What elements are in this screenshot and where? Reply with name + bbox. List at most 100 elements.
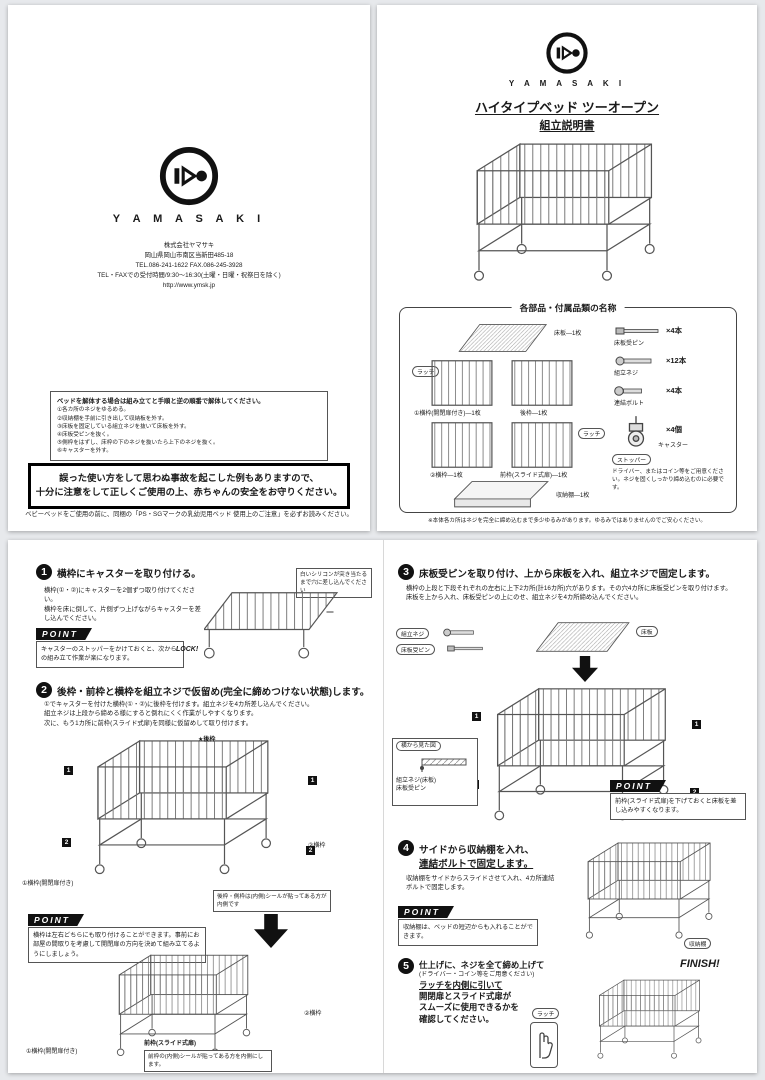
step1-number-badge: 1 xyxy=(36,564,52,580)
floor-pin-icon xyxy=(614,326,660,336)
floor-board-tag: 床板 xyxy=(636,626,658,637)
pin-callout-badge: 1 xyxy=(472,712,481,721)
latch-hand-detail-box xyxy=(530,1022,558,1068)
front-frame-part xyxy=(510,422,574,468)
screw-callout-badge: 1 xyxy=(308,776,317,785)
step4-body: 収納棚をサイドからスライドさせて入れ、4カ所連結ボルトで固定します。 xyxy=(406,875,555,892)
floor-pin-tag: 床板受ピン xyxy=(396,644,435,655)
disassembly-item: ③床板を固定している組立ネジを抜いて床板を外す。 xyxy=(57,423,190,430)
pin-qty: ×4本 xyxy=(666,326,683,335)
screw-icon xyxy=(614,356,654,366)
warning-line: 誤った使い方をして思わぬ事故を起こした例もありますので、 xyxy=(59,473,319,483)
crib-assembly-illustration xyxy=(78,734,293,890)
step2-body: 組立ネジは上段から締める様にすると倒れにくく作業がしやすくなります。 xyxy=(44,710,258,718)
step1-body: 横枠(①・②)にキャスターを2個ずつ取り付けてください。 xyxy=(44,587,196,604)
disassembly-item: ④床板受ピンを抜く。 xyxy=(57,431,113,438)
step4-point-box: 収納棚は、ベッドの短辺からも入れることができます。 xyxy=(398,919,538,946)
step4-title: 連結ボルトで固定します。 xyxy=(419,859,534,870)
inner-sticker-note: 前枠の(内側)シールが貼ってある方を内側にします。 xyxy=(144,1050,272,1073)
company-hours: TEL・FAXでの受付時間/9:30〜16:30(土曜・日曜・祝祭日を除く) xyxy=(97,272,281,280)
ps-sg-notice: ベビーベッドをご使用の前に、同梱の「PS・SGマークの乳幼児用ベッド 使用上のご… xyxy=(25,511,353,518)
steps-1-2-panel: 1 横枠にキャスターを取り付ける。 横枠(①・②)にキャスターを2個ずつ取り付け… xyxy=(8,540,382,1073)
step2-title: 後枠・前枠と横枠を組立ネジで仮留め(完全に締めつけない状態)します。 xyxy=(57,687,370,698)
side-view-diagram xyxy=(420,758,467,773)
hand-icon xyxy=(534,1025,554,1063)
point-ribbon: POINT xyxy=(610,780,666,792)
front-frame-label: 前枠(スライド式扉) xyxy=(144,1041,196,1047)
side-frame1-part xyxy=(430,360,494,406)
down-arrow-icon xyxy=(572,656,598,682)
step5-title-line: 開閉扉とスライド式扉が xyxy=(419,991,512,1002)
manual-title: ハイタイプベッド ツーオープン xyxy=(474,100,660,115)
point-ribbon: POINT xyxy=(28,914,84,926)
screw-callout-badge: 1 xyxy=(64,766,73,775)
caster-name: キャスター xyxy=(658,443,689,449)
disassembly-item: ⑤側枠をはずし、床枠の下のネジを抜いたら上下のネジを抜く。 xyxy=(57,439,219,446)
rear-frame-part xyxy=(510,360,574,406)
part-label-rear: 後枠—1枚 xyxy=(520,411,548,417)
brand-wordmark: Y A M A S A K I xyxy=(508,79,626,88)
disassembly-note-box: ベッドを解体する場合は組み立てと手順と逆の順番で解体してください。 ①各カ所のネ… xyxy=(50,391,328,462)
disassembly-item: ⑥キャスターを外す。 xyxy=(57,447,112,454)
side-view-pin-label: 床板受ピン xyxy=(396,786,427,793)
manual-subtitle: 組立説明書 xyxy=(539,120,595,132)
step5-title-line: (ドライバー・コイン等をご用意ください) xyxy=(419,971,535,979)
step1-title: 横枠にキャスターを取り付ける。 xyxy=(57,569,201,580)
floor-board-illustration xyxy=(536,620,632,654)
company-url: http://www.ymsk.jp xyxy=(162,282,216,290)
screw-tag: 組立ネジ xyxy=(396,628,430,639)
step3-body: 床板を上から入れ、床板受ピンの上にのせ、組立ネジを4カ所締め込んでください。 xyxy=(406,594,643,602)
step5-title-line: ラッチを内側に引いて xyxy=(419,979,503,990)
side-frame2-label: ②横枠 xyxy=(304,1011,322,1017)
finish-label: FINISH! xyxy=(680,958,720,970)
disassembly-item: ①各カ所のネジをゆるめる。 xyxy=(57,407,130,414)
page-manual-cover: Y A M A S A K I ハイタイプベッド ツーオープン 組立説明書 各部… xyxy=(377,5,757,531)
pin-name: 床板受ピン xyxy=(614,341,645,347)
step2-number-badge: 2 xyxy=(36,682,52,698)
page-fold-divider xyxy=(383,540,384,1073)
part-label-side2: ②横枠—1枚 xyxy=(430,473,463,479)
steps-3-5-panel: 3 床板受ピンを取り付け、上から床板を入れ、組立ネジで固定します。 横枠の上段と… xyxy=(384,540,757,1073)
side-view-title: 横から見た図 xyxy=(396,741,441,752)
screw-qty: ×12本 xyxy=(666,356,687,365)
step3-point-box: 前枠(スライド式扉)を下げておくと床板を差し込みやすくなります。 xyxy=(610,793,746,820)
pin-callout-badge: 1 xyxy=(692,720,701,729)
yamasaki-logo-icon xyxy=(545,31,589,75)
floor-pin-icon xyxy=(446,644,484,653)
step3-title: 床板受ピンを取り付け、上から床板を入れ、組立ネジで固定します。 xyxy=(419,569,716,580)
part-label-floor: 床板—1枚 xyxy=(554,331,582,337)
bolt-name: 連結ボルト xyxy=(614,401,645,407)
bed-illustration xyxy=(462,137,672,297)
point-ribbon: POINT xyxy=(36,628,92,640)
step3-body: 横枠の上段と下段それぞれの左右に上下2カ所(計16カ所)穴があります。その穴4カ… xyxy=(406,585,732,592)
floor-board-part xyxy=(458,322,550,354)
step5-title-line: スムーズに使用できるかを xyxy=(419,1002,519,1013)
big-down-arrow-icon xyxy=(254,914,288,948)
parts-list-title: 各部品・付属品類の名称 xyxy=(511,301,625,314)
page-assembly-steps: 1 横枠にキャスターを取り付ける。 横枠(①・②)にキャスターを2個ずつ取り付け… xyxy=(8,540,757,1073)
safety-warning-box: 誤った使い方をして思わぬ事故を起こした例もありますので、 十分に注意をして正しく… xyxy=(28,463,350,509)
stopper-tag: ストッパー xyxy=(612,454,651,465)
caster-qty: ×4個 xyxy=(666,425,683,434)
bolt-icon xyxy=(614,386,644,396)
pin-callout-badge: 2 xyxy=(690,788,699,797)
screw-name: 組立ネジ xyxy=(614,371,639,377)
rear-frame-label: ★後枠 xyxy=(198,737,216,743)
part-label-shelf: 収納棚—1枚 xyxy=(556,493,590,499)
side-view-screw-label: 組立ネジ(床板) xyxy=(396,777,436,784)
driver-note: ドライバー、またはコイン等をご用意ください。ネジを固くしっかり締め込むのに必要で… xyxy=(612,469,724,492)
step1-body: 横枠を床に倒して、片側ずつ上げながらキャスターを差し込んでください。 xyxy=(44,605,201,623)
step4-title: サイドから収納棚を入れ、 xyxy=(419,845,535,856)
side-frame2-label: ②横枠 xyxy=(308,843,326,849)
side-frame1-label: ①横枠(開閉扉付き) xyxy=(22,881,74,887)
step2-body: 次に、もう1カ所に前枠(スライド式扉)を同様に仮留めして取り付けます。 xyxy=(44,719,252,727)
disassembly-title: ベッドを解体する場合は組み立てと手順と逆の順番で解体してください。 xyxy=(57,398,265,405)
brand-wordmark: Y A M A S A K I xyxy=(112,213,266,225)
side-frame2-part xyxy=(430,422,494,468)
parts-list-box: 各部品・付属品類の名称 床板—1枚 ラッチ ①横枠(開閉扉付き)—1枚 後枠—1… xyxy=(399,301,737,513)
latch-tag: ラッチ xyxy=(532,1008,560,1019)
side-frame1-label: ①横枠(開閉扉付き) xyxy=(26,1049,78,1055)
company-telfax: TEL.086-241-1622 FAX.086-245-3928 xyxy=(135,262,243,270)
point-ribbon: POINT xyxy=(398,906,454,918)
inner-sticker-note: 後枠・側枠は(内側)シールが貼ってある方が内側です xyxy=(213,890,331,913)
